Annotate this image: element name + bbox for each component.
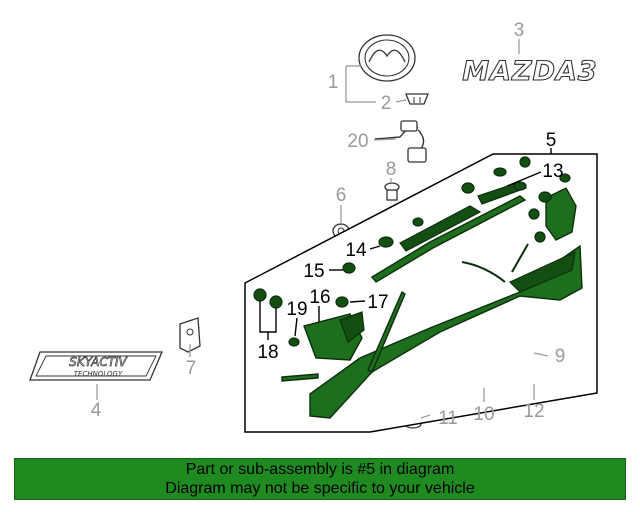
callout-8: 8 <box>386 159 397 180</box>
callout-6: 6 <box>336 185 347 206</box>
callout-1: 1 <box>328 72 339 93</box>
skyactiv-badge[interactable]: SKYACTIV TECHNOLOGY <box>29 351 163 381</box>
callout-3: 3 <box>514 20 525 41</box>
callout-17: 17 <box>367 292 388 313</box>
callout-5: 5 <box>546 130 557 151</box>
info-banner: Part or sub-assembly is #5 in diagram Di… <box>14 458 626 500</box>
callout-4: 4 <box>91 400 102 421</box>
mazda-emblem[interactable] <box>358 34 416 82</box>
callout-16: 16 <box>309 287 330 308</box>
banner-line-1: Part or sub-assembly is #5 in diagram <box>185 461 455 478</box>
callout-18: 18 <box>257 342 278 363</box>
skyactiv-badge-subtext: TECHNOLOGY <box>74 370 123 378</box>
callout-15: 15 <box>303 261 324 282</box>
callout-12: 12 <box>523 401 544 422</box>
callout-2: 2 <box>381 93 392 114</box>
wiring-harness[interactable] <box>374 120 427 163</box>
skyactiv-badge-text: SKYACTIV <box>69 355 127 369</box>
callout-13: 13 <box>542 161 563 182</box>
callout-20: 20 <box>347 131 368 152</box>
stud-part-8[interactable] <box>384 182 400 201</box>
parts-diagram: MAZDA3 SKYACTIV TECHNOLOGY <box>29 20 598 433</box>
callout-19: 19 <box>286 299 307 320</box>
callout-10: 10 <box>473 404 494 425</box>
emblem-clip[interactable] <box>405 93 429 105</box>
callout-9: 9 <box>555 346 566 367</box>
bracket-part-7[interactable] <box>179 317 201 353</box>
mazda3-badge-text: MAZDA3 <box>462 56 597 87</box>
callout-labels: 1 2 3 4 5 6 7 8 9 10 11 12 13 14 15 16 1… <box>91 20 566 429</box>
mazda3-badge[interactable]: MAZDA3 <box>462 55 598 87</box>
callout-7: 7 <box>186 358 197 379</box>
fastener-grommets <box>253 156 571 347</box>
callout-14: 14 <box>345 240 367 261</box>
garnish-assembly-panel[interactable] <box>244 153 598 433</box>
banner-line-2: Diagram may not be specific to your vehi… <box>165 480 475 497</box>
leader-lines <box>96 39 552 419</box>
callout-11: 11 <box>438 408 458 429</box>
